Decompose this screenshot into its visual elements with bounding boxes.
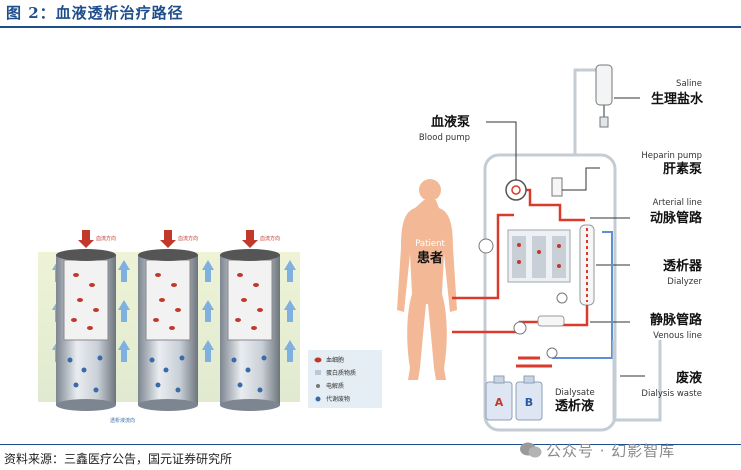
arterial-pressure-gauge-icon [556, 292, 568, 304]
dialyzer-zh-label: 透析器 [663, 258, 703, 274]
legend-item: 代谢废物 [326, 395, 350, 403]
venous-line-en-label: Venous line [653, 331, 702, 341]
legend-blood-cell-icon [314, 357, 322, 363]
footer-rule [0, 444, 741, 445]
fiber-cylinder-1 [56, 249, 116, 411]
dialysis-waste-zh-label: 废液 [676, 370, 702, 386]
patient-zh-label: 患者 [417, 250, 443, 266]
waste-line [612, 340, 662, 422]
canister-b-icon: B [515, 375, 543, 421]
patient-silhouette [397, 179, 457, 380]
heparin-pump-leader [562, 167, 600, 191]
dialyzer-en-label: Dialyzer [667, 277, 702, 287]
dialysate-flow-label: 透析液流向 [110, 417, 135, 424]
heparin-pump-icon [551, 177, 563, 197]
saline-en-label: Saline [676, 79, 702, 89]
dialysis-waste-en-label: Dialysis waste [641, 389, 702, 399]
blood-pump-en-label: Blood pump [419, 133, 470, 143]
heparin-pump-zh-label: 肝素泵 [663, 161, 702, 177]
flow-label-1: 血流方向 [96, 235, 116, 242]
legend-item: 电解质 [326, 382, 344, 390]
wechat-icon [520, 442, 542, 458]
blood-flow-arrows [78, 230, 258, 248]
flow-label-2: 血流方向 [178, 235, 198, 242]
figure-source: 资料来源：三鑫医疗公告，国元证券研究所 [4, 452, 233, 466]
title-rule [0, 26, 741, 28]
legend-item: 蛋白质物质 [326, 369, 356, 377]
blood-pump-leader [486, 121, 517, 180]
legend-waste-icon [315, 396, 321, 402]
arterial-line-en-label: Arterial line [653, 198, 702, 208]
dialysate-en-label: Dialysate [555, 388, 595, 398]
dialysis-membrane-illustration: 血流方向 血流方向 血流方向 透析液流向 血细胞 蛋白质物质 电解质 代谢废物 [38, 230, 382, 424]
legend-item: 血细胞 [326, 356, 344, 364]
watermark: 公众号 · 幻影智库 [546, 442, 676, 460]
saline-zh-label: 生理盐水 [651, 91, 704, 107]
legend: 血细胞 蛋白质物质 电解质 代谢废物 [314, 356, 356, 403]
canister-b-label: B [525, 396, 533, 409]
venous-pressure-gauge-icon [513, 321, 527, 335]
dialysate-return-line [552, 231, 613, 359]
saline-line [573, 68, 603, 155]
arterial-line-to-dialyzer [512, 188, 585, 222]
blood-pump-zh-label: 血液泵 [431, 114, 470, 130]
dialysate-arrows [52, 260, 296, 362]
canister-a-icon: A [485, 375, 513, 421]
fiber-cylinder-3 [220, 249, 280, 411]
legend-protein-icon [315, 370, 321, 375]
dialysis-machine [483, 153, 617, 432]
arterial-line-zh-label: 动脉管路 [650, 210, 703, 226]
dialysate-zh-label: 透析液 [555, 398, 594, 414]
pressure-gauge-icon [478, 238, 494, 254]
dialysate-pump-icon [546, 347, 558, 359]
heparin-pump-en-label: Heparin pump [641, 151, 702, 161]
fiber-cylinder-2 [138, 249, 198, 411]
saline-bag-icon [595, 64, 613, 128]
venous-line-zh-label: 静脉管路 [650, 312, 703, 328]
dialysate-mixing-line [516, 356, 552, 368]
dialyzer-inset-fibers [512, 236, 566, 278]
patient-en-label: Patient [415, 239, 445, 249]
venous-chamber-icon [537, 315, 565, 327]
canister-a-label: A [495, 396, 504, 409]
hemodialysis-circuit-diagram: Saline 生理盐水 Patient 患者 血液泵 Blood pump He… [397, 64, 704, 432]
flow-label-3: 血流方向 [260, 235, 280, 242]
figure-title: 图 2：血液透析治疗路径 [6, 4, 184, 22]
legend-electrolyte-icon [316, 384, 320, 388]
arterial-tubing [452, 213, 514, 300]
